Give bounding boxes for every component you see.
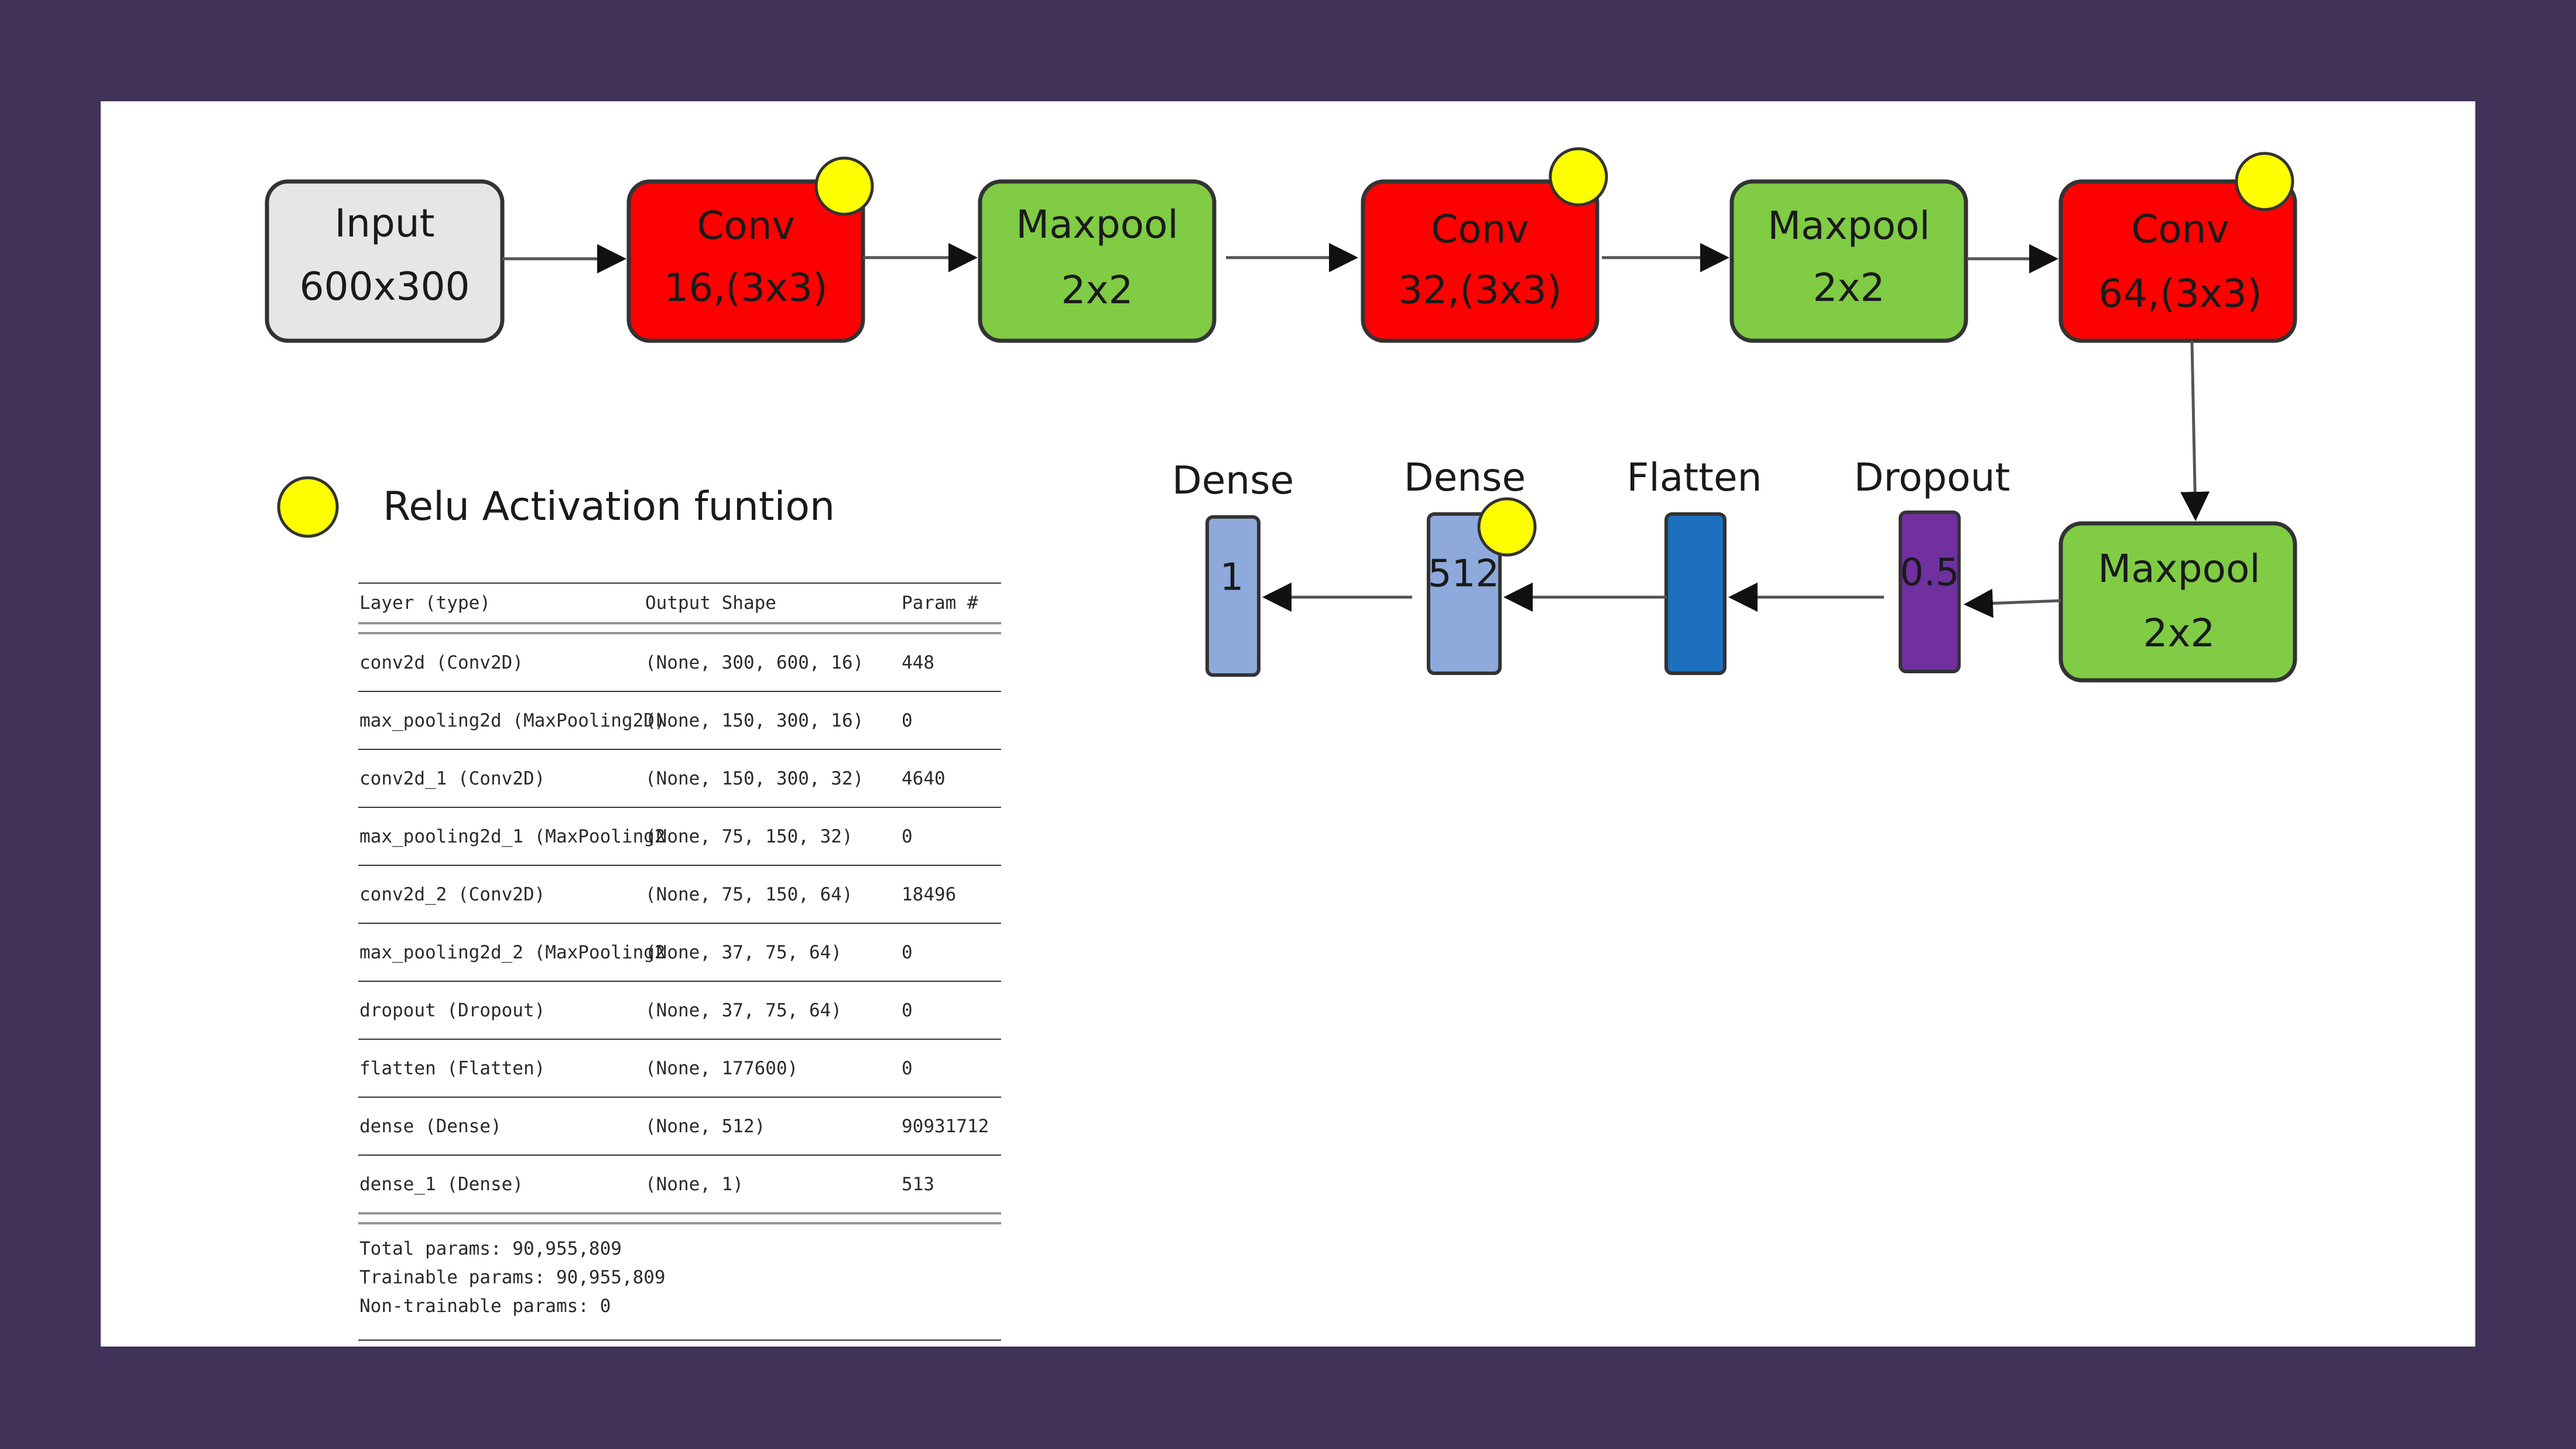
layer-dense-1: 1 xyxy=(1205,515,1260,677)
layer-type: conv2d (Conv2D) xyxy=(359,652,523,673)
layer-type: flatten (Flatten) xyxy=(359,1057,546,1079)
non-trainable-params: Non-trainable params: 0 xyxy=(359,1296,611,1317)
node-conv-16: Conv 16,(3x3) xyxy=(626,179,865,343)
output-shape: (None, 150, 300, 32) xyxy=(645,768,864,789)
output-shape: (None, 75, 150, 64) xyxy=(645,883,853,905)
layer-type: dense_1 (Dense) xyxy=(359,1173,523,1195)
param-count: 0 xyxy=(902,941,913,963)
output-shape: (None, 1) xyxy=(645,1173,744,1195)
table-row: max_pooling2d (MaxPooling2D) (None, 150,… xyxy=(358,692,1001,750)
node-maxpool-1: Maxpool 2x2 xyxy=(978,179,1217,343)
layer-type: dropout (Dropout) xyxy=(359,999,546,1021)
model-summary-totals: Total params: 90,955,809 Trainable param… xyxy=(358,1224,1001,1341)
node-input-label: Input xyxy=(335,201,435,246)
param-count: 513 xyxy=(902,1173,934,1195)
header-param-count: Param # xyxy=(902,592,978,614)
model-summary-rows: conv2d (Conv2D) (None, 300, 600, 16) 448… xyxy=(358,634,1001,1212)
param-count: 448 xyxy=(902,652,934,673)
node-maxpool-1-size: 2x2 xyxy=(1061,268,1133,313)
legend-relu-label: Relu Activation funtion xyxy=(383,484,835,530)
node-conv-32-params: 32,(3x3) xyxy=(1398,268,1562,313)
table-row: max_pooling2d_1 (MaxPooling2 (None, 75, … xyxy=(358,808,1001,866)
table-row: conv2d_1 (Conv2D) (None, 150, 300, 32) 4… xyxy=(358,750,1001,808)
node-maxpool-3-size: 2x2 xyxy=(2143,611,2215,656)
header-layer-type: Layer (type) xyxy=(359,592,491,614)
layer-dense-512: 512 xyxy=(1427,512,1502,675)
layer-type: max_pooling2d_2 (MaxPooling2 xyxy=(359,941,666,963)
param-count: 0 xyxy=(902,1057,913,1079)
output-shape: (None, 177600) xyxy=(645,1057,799,1079)
legend-relu-dot xyxy=(277,476,339,538)
flatten-title: Flatten xyxy=(1627,455,1762,500)
param-count: 0 xyxy=(902,999,913,1021)
table-row: max_pooling2d_2 (MaxPooling2 (None, 37, … xyxy=(358,924,1001,982)
layer-type: max_pooling2d_1 (MaxPooling2 xyxy=(359,825,666,847)
node-conv-64-params: 64,(3x3) xyxy=(2098,271,2262,316)
table-row: conv2d_2 (Conv2D) (None, 75, 150, 64) 18… xyxy=(358,866,1001,924)
dense-1-units: 1 xyxy=(1220,556,1244,600)
arrow-conv64-to-maxpool3 xyxy=(2180,340,2210,521)
output-shape: (None, 37, 75, 64) xyxy=(645,999,842,1021)
node-maxpool-3-label: Maxpool xyxy=(2098,546,2260,591)
dense-1-title: Dense xyxy=(1172,458,1294,503)
output-shape: (None, 512) xyxy=(645,1115,766,1137)
dense-512-title: Dense xyxy=(1404,455,1526,500)
node-conv-16-label: Conv xyxy=(697,203,794,248)
output-shape: (None, 150, 300, 16) xyxy=(645,710,864,731)
node-conv-64-label: Conv xyxy=(2131,207,2229,252)
model-summary-header: Layer (type) Output Shape Param # xyxy=(358,583,1001,622)
header-output-shape: Output Shape xyxy=(645,592,776,614)
node-conv-64: Conv 64,(3x3) xyxy=(2058,179,2297,343)
node-maxpool-2: Maxpool 2x2 xyxy=(1729,179,1968,343)
layer-flatten xyxy=(1664,512,1727,675)
param-count: 0 xyxy=(902,710,913,731)
node-conv-32: Conv 32,(3x3) xyxy=(1361,179,1599,343)
legend: Relu Activation funtion xyxy=(277,476,835,538)
table-row: dense_1 (Dense) (None, 1) 513 xyxy=(358,1156,1001,1212)
layer-type: conv2d_1 (Conv2D) xyxy=(359,768,546,789)
relu-dot-conv64 xyxy=(2235,152,2294,211)
arrow-maxpool3-to-dropout xyxy=(1964,588,2061,618)
total-params: Total params: 90,955,809 xyxy=(359,1238,622,1259)
table-row: dropout (Dropout) (None, 37, 75, 64) 0 xyxy=(358,982,1001,1040)
node-maxpool-2-label: Maxpool xyxy=(1767,203,1930,248)
param-count: 18496 xyxy=(902,883,957,905)
relu-dot-conv32 xyxy=(1549,147,1608,207)
node-maxpool-1-label: Maxpool xyxy=(1016,202,1178,247)
dense-512-units: 512 xyxy=(1428,553,1499,596)
separator-top xyxy=(358,622,1001,634)
param-count: 90931712 xyxy=(902,1115,989,1137)
table-row: conv2d (Conv2D) (None, 300, 600, 16) 448 xyxy=(358,634,1001,692)
node-conv-32-label: Conv xyxy=(1431,207,1529,252)
relu-dot-conv16 xyxy=(814,156,874,216)
layer-type: conv2d_2 (Conv2D) xyxy=(359,883,546,905)
layer-type: max_pooling2d (MaxPooling2D) xyxy=(359,710,666,731)
node-maxpool-3: Maxpool 2x2 xyxy=(2058,521,2297,683)
param-count: 4640 xyxy=(902,768,946,789)
node-input: Input 600x300 xyxy=(265,179,505,343)
node-maxpool-2-size: 2x2 xyxy=(1813,265,1885,310)
relu-dot-dense512 xyxy=(1477,497,1537,557)
layer-dropout: 0.5 xyxy=(1899,511,1961,673)
trainable-params: Trainable params: 90,955,809 xyxy=(359,1267,666,1288)
dropout-rate: 0.5 xyxy=(1900,551,1960,595)
node-input-size: 600x300 xyxy=(299,264,470,309)
table-row: dense (Dense) (None, 512) 90931712 xyxy=(358,1098,1001,1156)
param-count: 0 xyxy=(902,825,913,847)
separator-bottom xyxy=(358,1212,1001,1224)
output-shape: (None, 37, 75, 64) xyxy=(645,941,842,963)
node-conv-16-params: 16,(3x3) xyxy=(664,265,828,310)
dropout-title: Dropout xyxy=(1854,455,2010,500)
layer-type: dense (Dense) xyxy=(359,1115,502,1137)
table-row: flatten (Flatten) (None, 177600) 0 xyxy=(358,1040,1001,1098)
output-shape: (None, 75, 150, 32) xyxy=(645,825,853,847)
output-shape: (None, 300, 600, 16) xyxy=(645,652,864,673)
model-summary-table: Layer (type) Output Shape Param # conv2d… xyxy=(358,583,1001,1341)
